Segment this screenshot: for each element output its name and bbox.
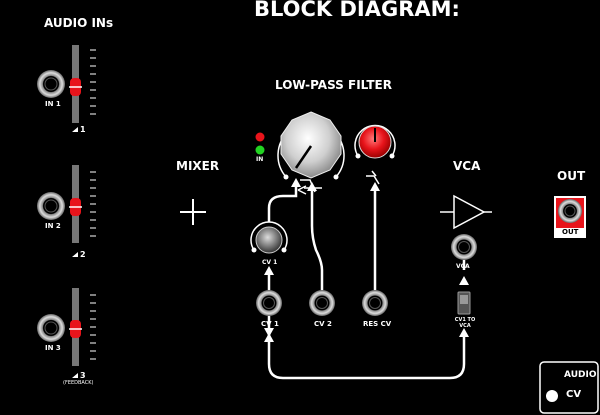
jack-vca-label: VCA: [456, 263, 470, 270]
jack-cv1-label: CV 1: [261, 320, 279, 328]
jack-in-3-label: IN 3: [45, 344, 61, 352]
legend-cv-label: CV: [566, 389, 582, 400]
feedback-note: (FEEDBACK): [63, 380, 94, 386]
jack-in-2[interactable]: [37, 192, 65, 220]
jack-cv2-label: CV 2: [314, 320, 332, 328]
jack-in-3[interactable]: [37, 314, 65, 342]
mixer-label: MIXER: [176, 159, 220, 173]
out-jack-label: OUT: [562, 228, 579, 236]
out-label: OUT: [557, 169, 586, 183]
fader-2-label: 2: [80, 250, 86, 259]
filter-title: LOW-PASS FILTER: [275, 78, 392, 92]
fader-2[interactable]: [69, 165, 96, 257]
audio-ins-heading: AUDIO INs: [44, 16, 114, 30]
resonance-knob[interactable]: [354, 124, 396, 159]
jack-in-1[interactable]: [37, 70, 65, 98]
jack-in-1-label: IN 1: [45, 100, 61, 108]
cv1-to-vca-label: CV1 TO VCA: [454, 317, 476, 329]
cv1-to-vca-switch[interactable]: [457, 291, 471, 315]
vca-amplifier-icon: [440, 194, 492, 230]
cv-legend-dot-icon: [546, 390, 558, 402]
jack-vca[interactable]: [451, 234, 477, 260]
out-jack[interactable]: [554, 196, 586, 238]
page-title: BLOCK DIAGRAM:: [254, 0, 460, 21]
filter-in-label: IN: [256, 156, 264, 163]
fader-3[interactable]: [69, 288, 96, 378]
filter-led-red: [255, 132, 265, 142]
cutoff-knob[interactable]: [277, 111, 345, 180]
cv1-knob[interactable]: [250, 221, 288, 254]
fader-1[interactable]: [69, 45, 96, 132]
resonance-symbol-icon: [366, 170, 380, 185]
cv-arrows: [267, 186, 466, 380]
mixer-plus-icon: [180, 199, 206, 225]
fader-3-label: 3: [80, 371, 86, 380]
jack-in-2-label: IN 2: [45, 222, 61, 230]
jack-cv1[interactable]: [256, 290, 282, 316]
jack-res-cv[interactable]: [362, 290, 388, 316]
fader-1-label: 1: [80, 125, 86, 134]
filter-led-green: [255, 145, 265, 155]
cv1-knob-label: CV 1: [262, 259, 278, 266]
legend-audio-label: AUDIO: [564, 370, 597, 380]
legend-box: [539, 361, 599, 414]
vca-label: VCA: [453, 159, 481, 173]
arrow-heads: [264, 178, 469, 342]
jack-res-cv-label: RES CV: [363, 320, 392, 328]
jack-cv2[interactable]: [309, 290, 335, 316]
